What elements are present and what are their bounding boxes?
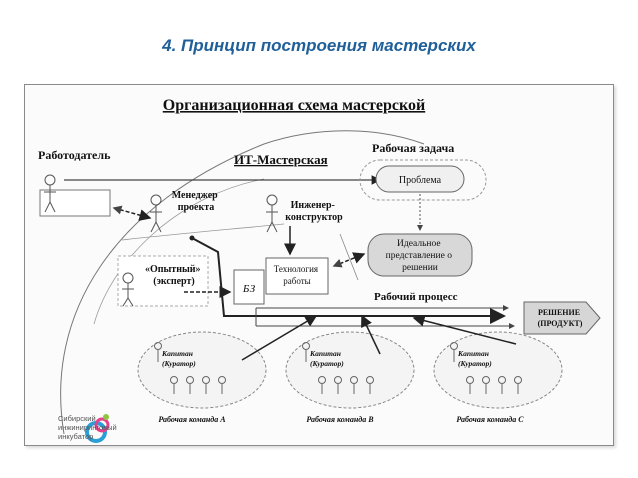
- employer-person-icon: [44, 174, 56, 213]
- work-task-area: [359, 159, 487, 201]
- engineer-person-icon: [266, 194, 278, 233]
- engineer-label: Инженер- конструктор: [285, 200, 343, 223]
- team-c-members-icon: [450, 342, 522, 394]
- team-c: Капитан (Куратор) Рабочая команда С: [433, 331, 563, 424]
- expert-label: «Опытный» (эксперт): [145, 264, 203, 287]
- employer-box: [39, 189, 111, 217]
- org-diagram: Организационная схема мастерской Работод…: [38, 97, 601, 435]
- work-process-label: Рабочий процесс: [374, 291, 458, 303]
- team-a-members-icon: [154, 342, 226, 394]
- problem-box: [375, 165, 465, 193]
- solution-label: РЕШЕНИЕ (ПРОДУКТ): [538, 308, 583, 328]
- team-b-label: Рабочая команда В: [306, 415, 374, 424]
- technology-box: [265, 257, 329, 295]
- team-a-captain: Капитан (Куратор): [161, 349, 196, 368]
- incubator-logo: [85, 414, 110, 443]
- expert-area: [117, 255, 209, 307]
- problem-label: Проблема: [399, 175, 442, 186]
- technology-label: Технология работы: [274, 264, 321, 286]
- workshop-curve: [60, 130, 425, 435]
- team-c-captain: Капитан (Куратор): [457, 349, 492, 368]
- team-c-label: Рабочая команда С: [456, 415, 524, 424]
- manager-label: Менеджер проекта: [172, 190, 221, 213]
- kb-box: [233, 269, 265, 305]
- employer-manager-link: [112, 205, 152, 221]
- team-c-arrow: [412, 314, 517, 345]
- diagram-title: Организационная схема мастерской: [163, 97, 425, 114]
- team-b-members-icon: [302, 342, 374, 394]
- ideal-box: [367, 233, 473, 277]
- manager-person-icon: [150, 194, 162, 233]
- solution-box: [523, 301, 601, 335]
- work-task-label: Рабочая задача: [372, 141, 454, 155]
- team-a: Капитан (Куратор) Рабочая команда А: [137, 331, 267, 424]
- technology-ideal-link: [332, 252, 366, 268]
- team-b-captain: Капитан (Куратор): [309, 349, 344, 368]
- it-workshop-label: ИТ-Мастерская: [234, 152, 328, 167]
- logo-text: Сибирский инжиниринговый инкубатор: [58, 414, 117, 441]
- expert-person-icon: [122, 272, 134, 307]
- team-b: Капитан (Куратор) Рабочая команда В: [285, 331, 415, 424]
- team-b-arrow: [361, 314, 381, 355]
- kb-label: БЗ: [242, 283, 256, 295]
- ideal-label: Идеальное представление о решении: [386, 239, 455, 273]
- team-a-label: Рабочая команда А: [158, 415, 226, 424]
- team-a-arrow: [241, 315, 318, 361]
- employer-label: Работодатель: [38, 148, 111, 162]
- slide-title: 4. Принцип построения мастерских: [162, 36, 476, 55]
